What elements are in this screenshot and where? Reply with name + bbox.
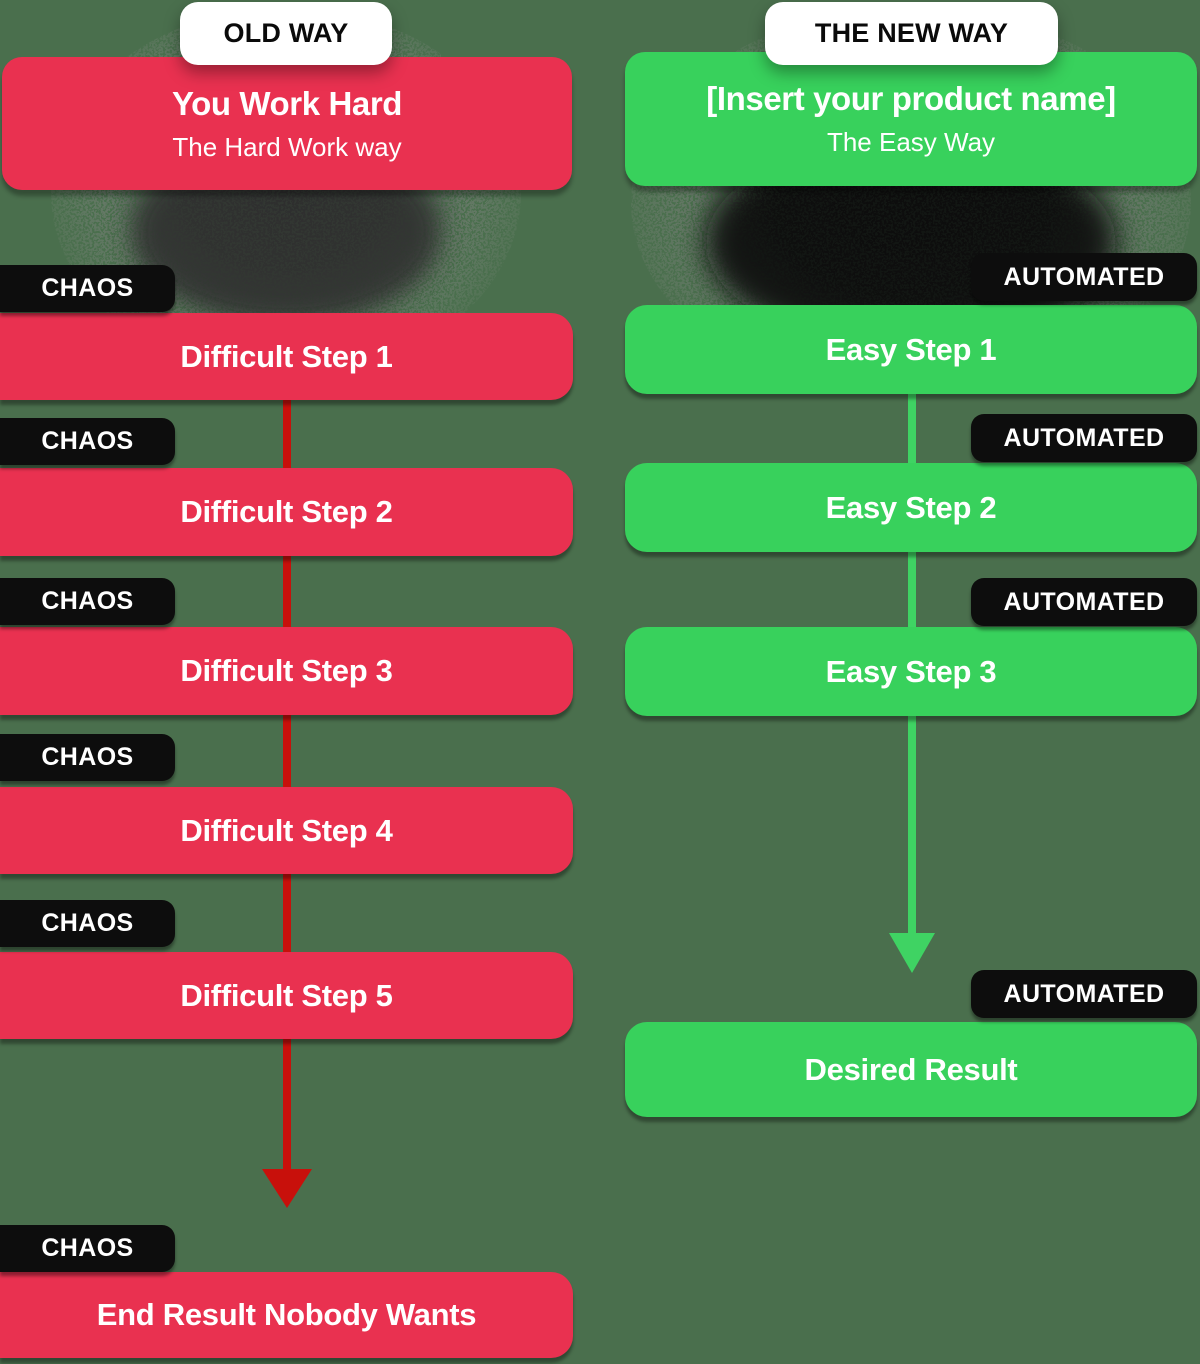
old-step-box-3: Difficult Step 3 xyxy=(0,627,573,715)
old-flow-arrowhead-icon xyxy=(262,1169,312,1208)
old-step-label-1: Difficult Step 1 xyxy=(180,338,393,374)
old-result-box: End Result Nobody Wants xyxy=(0,1272,573,1358)
old-way-header-box: You Work Hard The Hard Work way xyxy=(2,57,572,190)
new-way-header-box: [Insert your product name] The Easy Way xyxy=(625,52,1197,186)
new-result-box: Desired Result xyxy=(625,1022,1197,1117)
new-step-label-1: Easy Step 1 xyxy=(825,331,997,367)
chaos-tag: CHAOS xyxy=(0,265,175,312)
old-step-label-2: Difficult Step 2 xyxy=(180,494,393,529)
automated-tag: AUTOMATED xyxy=(971,253,1197,301)
new-way-title: [Insert your product name] xyxy=(706,80,1116,117)
old-step-box-4: Difficult Step 4 xyxy=(0,787,573,874)
new-step-label-2: Easy Step 2 xyxy=(825,489,997,525)
new-result-label: Desired Result xyxy=(804,1051,1018,1087)
old-step-box-5: Difficult Step 5 xyxy=(0,952,573,1039)
old-step-label-3: Difficult Step 3 xyxy=(180,653,393,688)
old-step-box-2: Difficult Step 2 xyxy=(0,468,573,556)
chaos-tag: CHAOS xyxy=(0,418,175,465)
new-step-label-3: Easy Step 3 xyxy=(825,653,997,689)
old-flow-line xyxy=(283,356,291,1170)
new-flow-arrowhead-icon xyxy=(889,933,935,973)
new-step-box-1: Easy Step 1 xyxy=(625,305,1197,394)
old-way-badge: OLD WAY xyxy=(180,2,392,65)
chaos-tag: CHAOS xyxy=(0,578,175,625)
chaos-tag: CHAOS xyxy=(0,900,175,947)
new-step-box-3: Easy Step 3 xyxy=(625,627,1197,716)
old-way-title: You Work Hard xyxy=(171,84,403,122)
new-step-box-2: Easy Step 2 xyxy=(625,463,1197,552)
old-way-subtitle: The Hard Work way xyxy=(172,131,402,162)
old-step-label-4: Difficult Step 4 xyxy=(180,812,393,848)
automated-tag: AUTOMATED xyxy=(971,414,1197,462)
automated-tag: AUTOMATED xyxy=(971,578,1197,626)
automated-tag: AUTOMATED xyxy=(971,970,1197,1018)
old-result-label: End Result Nobody Wants xyxy=(96,1297,477,1332)
old-step-box-1: Difficult Step 1 xyxy=(0,313,573,400)
chaos-tag: CHAOS xyxy=(0,734,175,781)
chaos-tag: CHAOS xyxy=(0,1225,175,1272)
new-way-badge: THE NEW WAY xyxy=(765,2,1058,65)
new-way-subtitle: The Easy Way xyxy=(826,127,996,157)
old-step-label-5: Difficult Step 5 xyxy=(180,977,393,1013)
